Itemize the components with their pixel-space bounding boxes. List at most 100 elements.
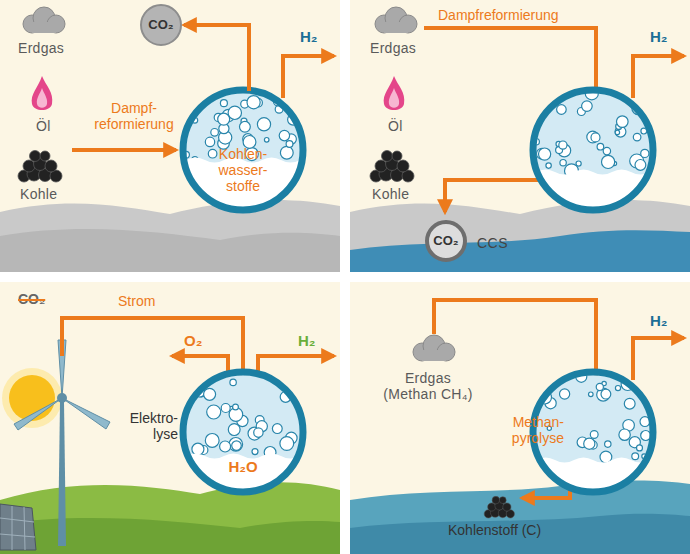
label: Kohle bbox=[372, 186, 409, 202]
flow-arrow bbox=[283, 56, 334, 98]
node-text: Kohlen- wasser- stoffe bbox=[183, 146, 303, 194]
flow-arrow bbox=[184, 25, 249, 91]
flow-arrow bbox=[350, 200, 690, 272]
bubble bbox=[196, 380, 200, 384]
bubble bbox=[638, 372, 643, 377]
bubble bbox=[188, 384, 193, 389]
bubble bbox=[632, 453, 639, 460]
label: H₂ bbox=[300, 28, 318, 45]
illustration-part bbox=[375, 7, 417, 33]
illustration-part bbox=[350, 282, 690, 554]
flow-arrow bbox=[62, 398, 110, 429]
label: Öl bbox=[36, 118, 51, 134]
flow-arrow bbox=[0, 200, 340, 272]
tank-part bbox=[536, 93, 650, 207]
flow-arrow bbox=[0, 482, 340, 554]
bubble bbox=[596, 383, 603, 390]
illustration-part bbox=[0, 0, 340, 272]
bubble bbox=[286, 93, 294, 101]
bubble bbox=[559, 141, 567, 149]
illustration-part bbox=[384, 76, 405, 110]
bubble bbox=[221, 404, 230, 413]
tank-circle: Kohlen- wasser- stoffe bbox=[183, 90, 303, 210]
bubble bbox=[536, 378, 546, 388]
bubble bbox=[637, 445, 643, 451]
bubble bbox=[591, 133, 600, 142]
bubble bbox=[279, 130, 289, 140]
bubble bbox=[634, 374, 645, 385]
illustration-part bbox=[18, 151, 62, 183]
bubble bbox=[589, 392, 594, 397]
node-text: H₂O bbox=[183, 458, 303, 475]
bubble bbox=[204, 388, 216, 400]
flow-arrow bbox=[633, 338, 684, 380]
bubble bbox=[560, 160, 566, 166]
label: Methan- pyrolyse bbox=[488, 414, 564, 446]
label: Erdgas (Methan CH₄) bbox=[380, 370, 476, 402]
label: Erdgas bbox=[370, 40, 416, 56]
bubble bbox=[220, 441, 231, 452]
bubble bbox=[603, 147, 610, 154]
bubble bbox=[605, 441, 611, 447]
flow-arrow bbox=[0, 518, 340, 554]
bubble bbox=[635, 160, 646, 171]
flow-arrow bbox=[350, 514, 690, 554]
bubble bbox=[633, 133, 641, 141]
bubble bbox=[218, 113, 230, 125]
flow-arrow bbox=[445, 180, 545, 212]
illustration-part bbox=[0, 282, 340, 554]
flow-arrow bbox=[72, 148, 176, 152]
bubble bbox=[207, 405, 221, 419]
flow-arrow bbox=[0, 229, 340, 272]
label: Erdgas bbox=[18, 40, 64, 56]
bubble bbox=[617, 116, 629, 128]
bubble bbox=[615, 386, 620, 391]
bubble bbox=[624, 398, 635, 409]
bubble bbox=[230, 379, 236, 385]
tank-ring bbox=[533, 90, 653, 210]
illustration-part bbox=[57, 393, 67, 403]
illustration-part bbox=[0, 506, 35, 550]
flow-arrow bbox=[0, 534, 35, 537]
bubble bbox=[546, 163, 551, 168]
co2-circle: CO₂CCS bbox=[425, 220, 467, 262]
flow-arrow bbox=[350, 230, 690, 272]
flow-arrow bbox=[0, 504, 36, 550]
bubble bbox=[192, 443, 204, 455]
flow-arrow bbox=[14, 398, 62, 430]
tank-ring bbox=[183, 90, 303, 210]
flow-arrow bbox=[172, 356, 228, 374]
flow-arrow bbox=[12, 506, 13, 550]
bubble bbox=[254, 428, 263, 437]
bubble bbox=[576, 161, 581, 166]
co2-circle: CO₂ bbox=[140, 4, 182, 46]
flow-arrow bbox=[24, 507, 25, 550]
bubble bbox=[264, 138, 269, 143]
tank-circle: H₂O bbox=[183, 372, 303, 492]
bubble bbox=[205, 434, 219, 448]
bubble bbox=[582, 101, 593, 112]
flow-arrow bbox=[0, 518, 34, 522]
bubble bbox=[286, 141, 293, 148]
bubble bbox=[233, 404, 239, 410]
bubble bbox=[208, 149, 217, 158]
flow-arrow bbox=[633, 56, 684, 98]
liquid bbox=[536, 170, 650, 208]
label: Dampf- reformierung bbox=[88, 100, 180, 132]
bubble bbox=[295, 377, 303, 385]
label: Strom bbox=[118, 293, 155, 309]
illustration-part bbox=[32, 76, 53, 110]
illustration-part bbox=[370, 151, 414, 183]
bubble bbox=[584, 438, 595, 449]
label: H₂ bbox=[650, 28, 668, 45]
bubble bbox=[619, 429, 630, 440]
bubble bbox=[228, 106, 241, 119]
bubble bbox=[641, 149, 649, 157]
label: H₂ bbox=[298, 332, 316, 349]
bubble bbox=[252, 449, 258, 455]
label: Öl bbox=[388, 118, 403, 134]
bubble bbox=[615, 130, 619, 134]
node-text: CO₂ bbox=[433, 234, 458, 249]
